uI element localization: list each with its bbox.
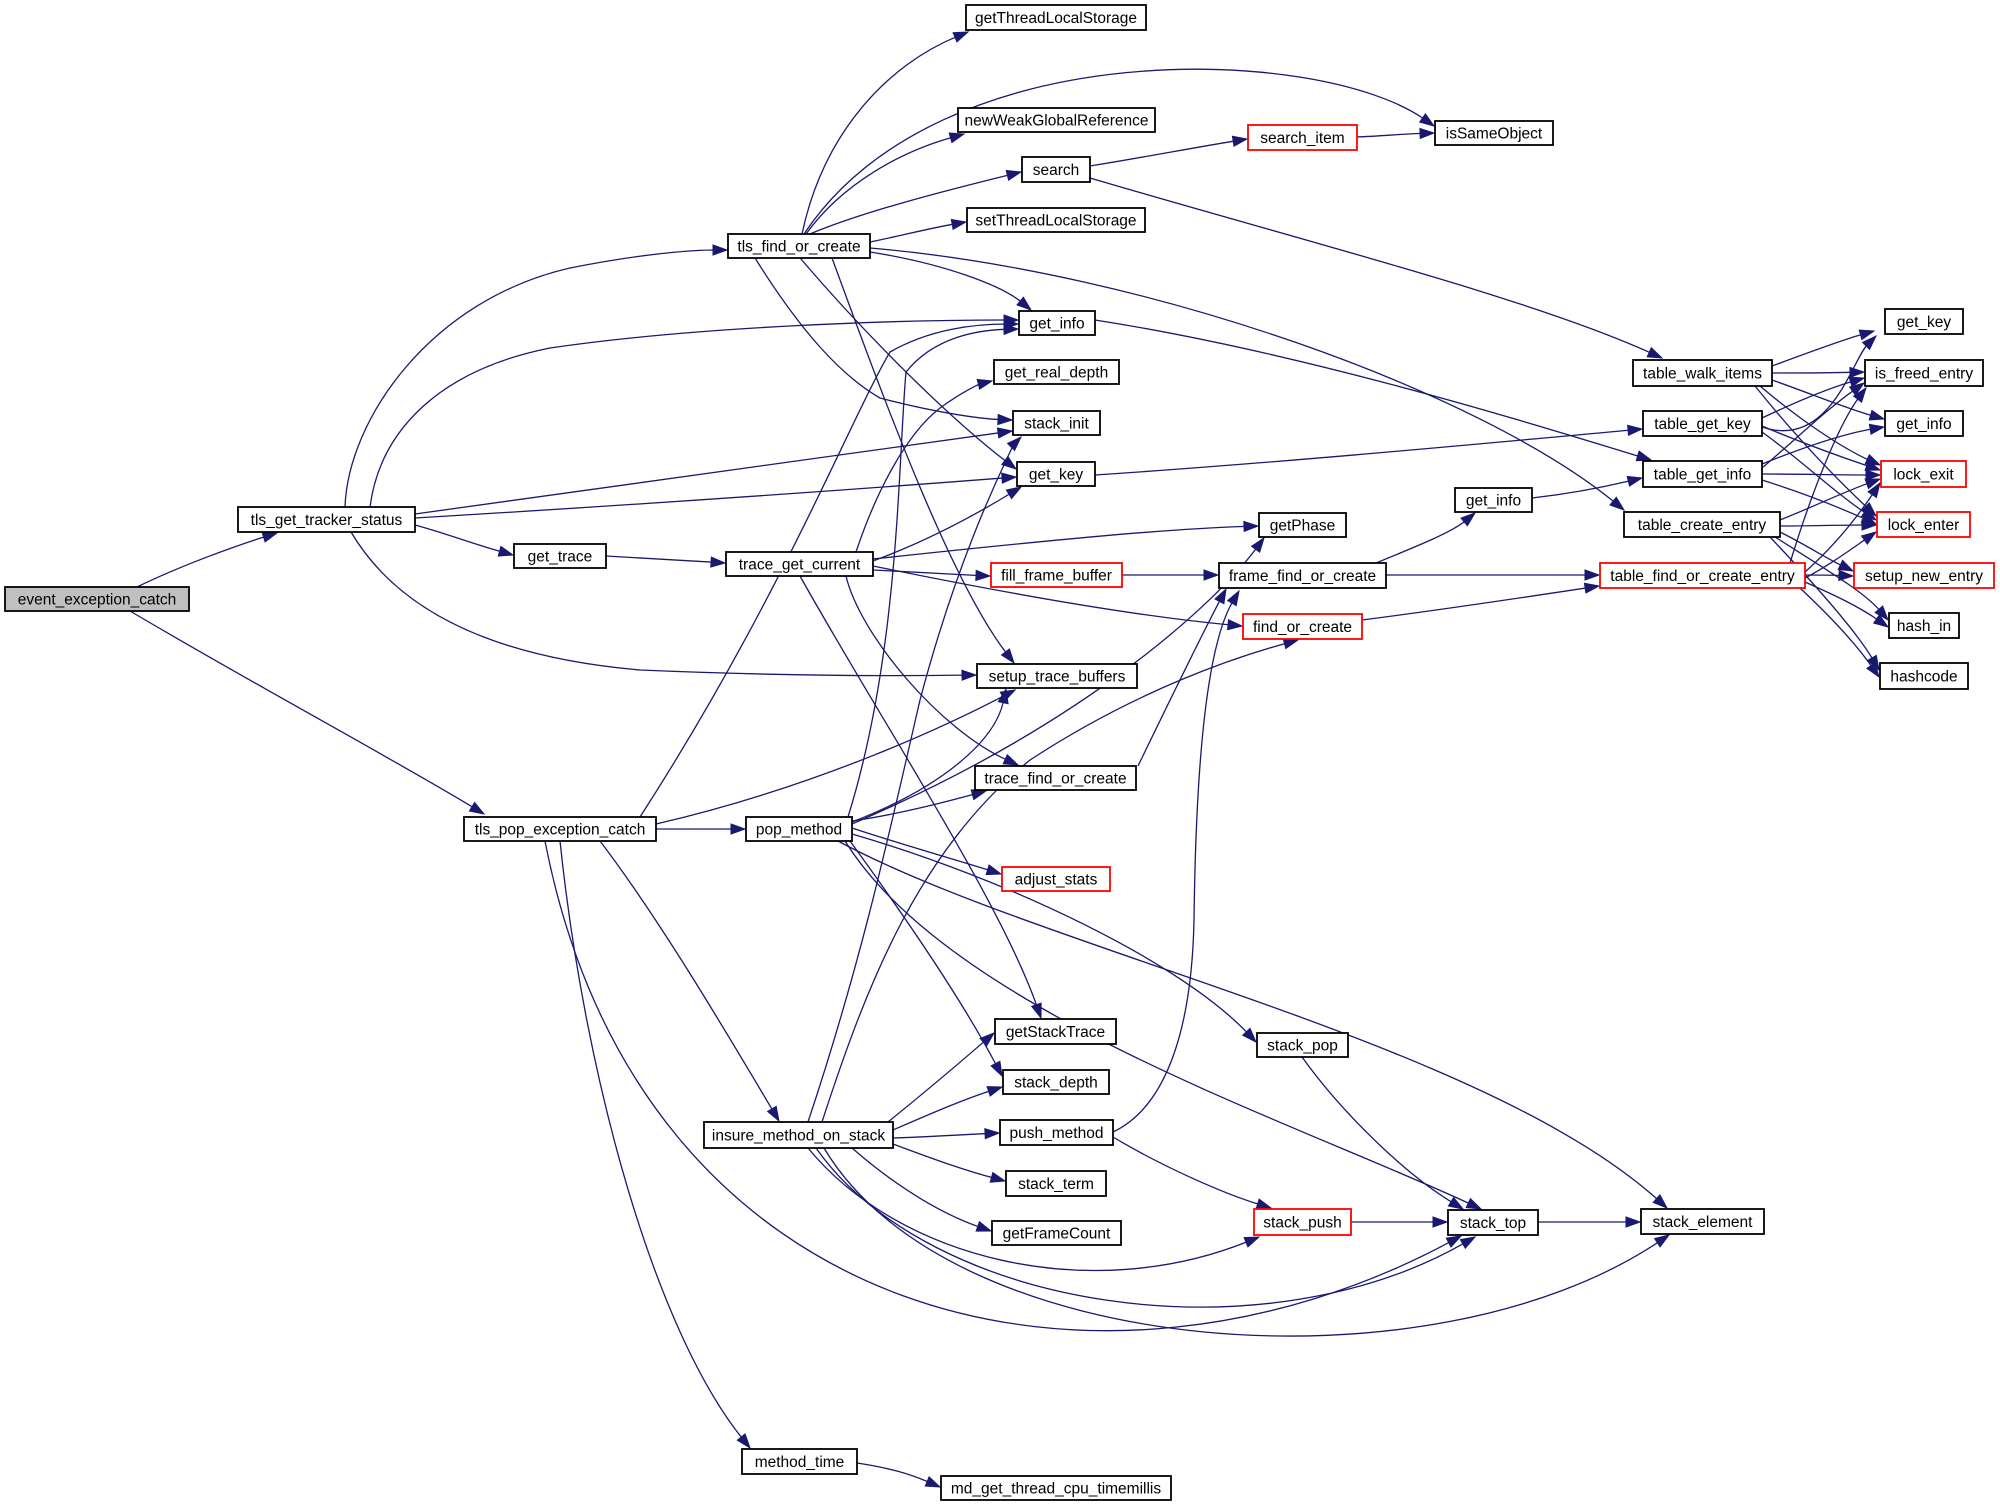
svg-text:table_get_key: table_get_key bbox=[1654, 416, 1751, 433]
svg-text:getThreadLocalStorage: getThreadLocalStorage bbox=[975, 10, 1137, 27]
svg-text:table_walk_items: table_walk_items bbox=[1643, 366, 1762, 383]
svg-text:search_item: search_item bbox=[1260, 130, 1344, 147]
svg-text:md_get_thread_cpu_timemillis: md_get_thread_cpu_timemillis bbox=[951, 1481, 1161, 1498]
svg-text:stack_top: stack_top bbox=[1460, 1215, 1526, 1232]
svg-text:fill_frame_buffer: fill_frame_buffer bbox=[1001, 568, 1112, 585]
svg-text:getStackTrace: getStackTrace bbox=[1006, 1024, 1105, 1041]
svg-text:trace_get_current: trace_get_current bbox=[739, 557, 861, 574]
svg-text:method_time: method_time bbox=[755, 1454, 845, 1471]
svg-text:tls_get_tracker_status: tls_get_tracker_status bbox=[251, 512, 403, 529]
svg-text:trace_find_or_create: trace_find_or_create bbox=[984, 771, 1126, 788]
svg-text:setThreadLocalStorage: setThreadLocalStorage bbox=[975, 213, 1136, 230]
svg-text:get_real_depth: get_real_depth bbox=[1005, 365, 1108, 382]
svg-text:stack_pop: stack_pop bbox=[1267, 1038, 1338, 1055]
svg-text:isSameObject: isSameObject bbox=[1446, 126, 1543, 143]
svg-text:newWeakGlobalReference: newWeakGlobalReference bbox=[964, 113, 1148, 130]
svg-text:frame_find_or_create: frame_find_or_create bbox=[1229, 568, 1376, 585]
svg-text:setup_new_entry: setup_new_entry bbox=[1865, 568, 1983, 585]
svg-text:lock_enter: lock_enter bbox=[1888, 517, 1960, 534]
svg-text:get_key: get_key bbox=[1897, 314, 1952, 331]
svg-text:tls_pop_exception_catch: tls_pop_exception_catch bbox=[475, 822, 646, 839]
svg-text:table_create_entry: table_create_entry bbox=[1638, 517, 1767, 534]
svg-text:event_exception_catch: event_exception_catch bbox=[18, 592, 177, 609]
svg-text:get_trace: get_trace bbox=[528, 549, 593, 566]
svg-text:table_get_info: table_get_info bbox=[1654, 467, 1751, 484]
svg-text:get_info: get_info bbox=[1896, 416, 1951, 433]
svg-text:stack_push: stack_push bbox=[1263, 1215, 1341, 1232]
svg-text:adjust_stats: adjust_stats bbox=[1015, 872, 1098, 889]
svg-text:is_freed_entry: is_freed_entry bbox=[1875, 366, 1973, 383]
svg-text:pop_method: pop_method bbox=[756, 822, 842, 839]
svg-text:get_key: get_key bbox=[1029, 467, 1084, 484]
svg-text:search: search bbox=[1033, 162, 1080, 179]
svg-text:push_method: push_method bbox=[1010, 1125, 1104, 1142]
svg-text:hashcode: hashcode bbox=[1890, 669, 1957, 686]
svg-text:insure_method_on_stack: insure_method_on_stack bbox=[712, 1128, 885, 1145]
svg-text:hash_in: hash_in bbox=[1897, 618, 1951, 635]
svg-text:setup_trace_buffers: setup_trace_buffers bbox=[989, 669, 1126, 686]
svg-text:getPhase: getPhase bbox=[1270, 518, 1336, 535]
svg-text:get_info: get_info bbox=[1029, 316, 1084, 333]
svg-text:stack_term: stack_term bbox=[1018, 1176, 1094, 1193]
svg-text:stack_depth: stack_depth bbox=[1014, 1075, 1098, 1092]
svg-text:table_find_or_create_entry: table_find_or_create_entry bbox=[1610, 568, 1795, 585]
svg-text:stack_element: stack_element bbox=[1653, 1214, 1754, 1231]
svg-text:lock_exit: lock_exit bbox=[1893, 467, 1954, 484]
svg-text:stack_init: stack_init bbox=[1024, 416, 1089, 433]
svg-text:find_or_create: find_or_create bbox=[1253, 619, 1352, 636]
svg-text:getFrameCount: getFrameCount bbox=[1003, 1226, 1111, 1243]
svg-text:get_info: get_info bbox=[1466, 493, 1521, 510]
svg-text:tls_find_or_create: tls_find_or_create bbox=[737, 239, 860, 256]
